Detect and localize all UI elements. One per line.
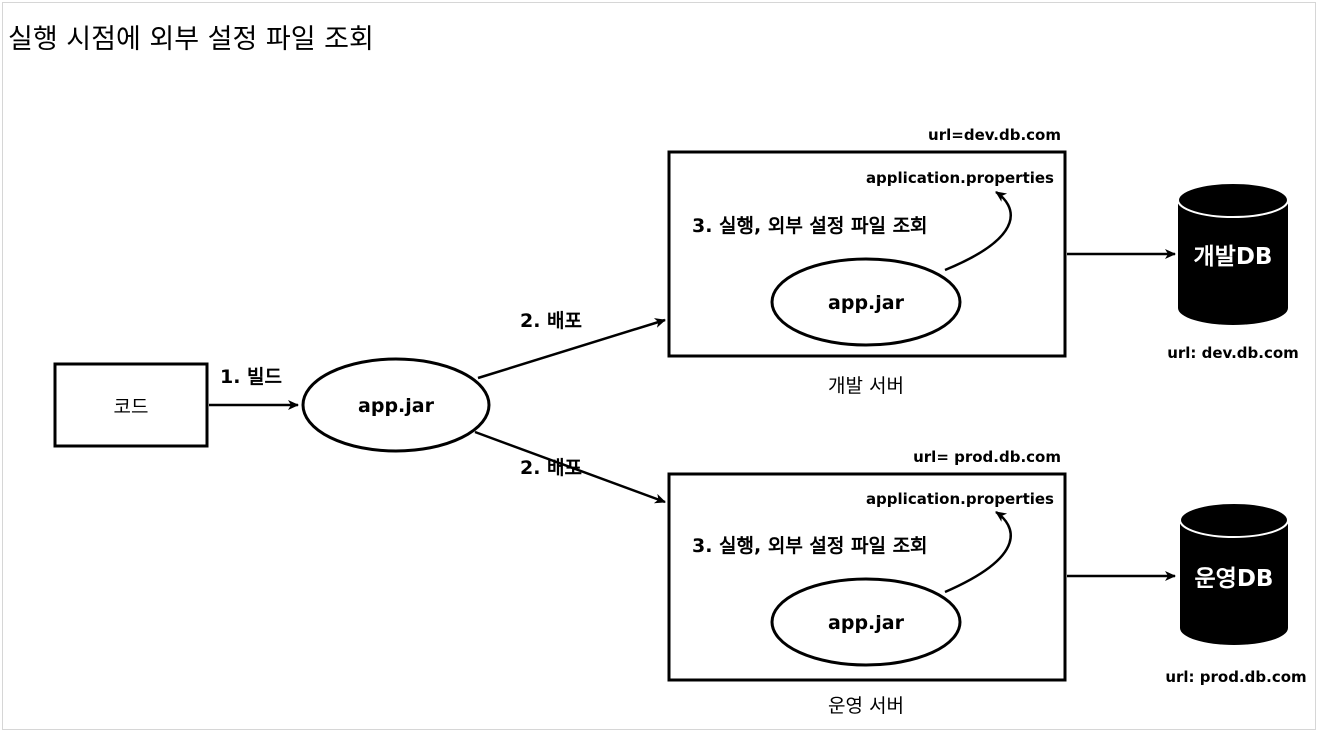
prod-jar-ellipse [770,577,962,667]
prod-db-cylinder [1179,502,1289,645]
deploy-arrow-prod [474,430,666,504]
prod-jar-label: app.jar [828,612,905,634]
prod-properties-label: application.properties [866,490,1054,508]
artifact-ellipse [301,357,491,453]
dev-db-cylinder [1177,182,1289,325]
prod-url-top: url= prod.db.com [913,448,1061,466]
prod-lookup-arrow [944,510,1012,594]
dev-run-label: 3. 실행, 외부 설정 파일 조회 [692,215,928,237]
code-box-label: 코드 [114,396,149,418]
dev-server-label: 개발 서버 [828,375,904,397]
dev-jar-label: app.jar [828,292,905,314]
build-step-label: 1. 빌드 [220,366,282,388]
dev-deploy-label: 2. 배포 [520,310,582,332]
deploy-arrow-dev [477,318,666,380]
artifact-label: app.jar [358,395,435,417]
code-box [53,362,209,448]
dev-properties-label: application.properties [866,169,1054,187]
diagram-title: 실행 시점에 외부 설정 파일 조회 [8,24,374,55]
prod-server-label: 운영 서버 [828,695,904,717]
prod-db-url: url: prod.db.com [1165,668,1306,686]
dev-db-url: url: dev.db.com [1167,344,1299,362]
dev-jar-ellipse [770,257,962,347]
prod-run-label: 3. 실행, 외부 설정 파일 조회 [692,535,928,557]
prod-db-label: 운영DB [1195,566,1274,592]
dev-lookup-arrow [944,190,1012,272]
dev-url-top: url=dev.db.com [928,126,1061,144]
prod-deploy-label: 2. 배포 [520,457,582,479]
dev-db-label: 개발DB [1194,244,1273,270]
